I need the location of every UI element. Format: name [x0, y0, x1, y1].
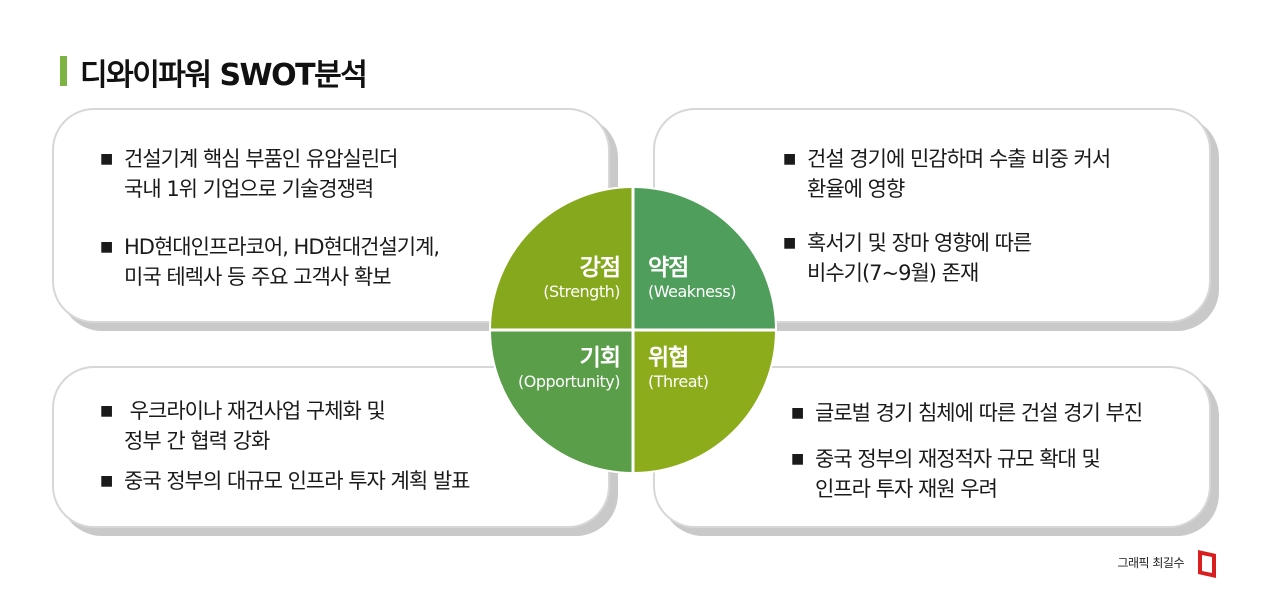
strength-item-1: ■ 건설기계 핵심 부품인 유압실린더 국내 1위 기업으로 기술경쟁력	[100, 144, 399, 204]
weakness-label: 약점 (Weakness)	[648, 255, 736, 301]
weakness-box: ■ 건설 경기에 민감하며 수출 비중 커서 환율에 영향 ■ 혹서기 및 장마…	[653, 108, 1211, 323]
threat-label: 위협 (Threat)	[648, 345, 709, 391]
weakness-quadrant	[633, 187, 776, 330]
bullet-icon: ■	[783, 235, 796, 251]
asiae-logo-icon	[1198, 550, 1216, 578]
threat-quadrant	[633, 330, 776, 473]
bullet-icon: ■	[100, 151, 113, 167]
bullet-icon: ■	[100, 239, 113, 255]
bullet-icon: ■	[791, 451, 804, 467]
strength-item-2: ■ HD현대인프라코어, HD현대건설기계, 미국 테렉사 등 주요 고객사 확…	[100, 232, 440, 292]
opportunity-item-1: ■ 우크라이나 재건사업 구체화 및 정부 간 협력 강화	[100, 396, 386, 456]
strength-quadrant	[490, 187, 633, 330]
opportunity-label: 기회 (Opportunity)	[518, 345, 621, 391]
graphic-credit: 그래픽 최길수	[1117, 556, 1184, 570]
threat-box: ■ 글로벌 경기 침체에 따른 건설 경기 부진 ■ 중국 정부의 재정적자 규…	[653, 366, 1211, 528]
threat-item-1: ■ 글로벌 경기 침체에 따른 건설 경기 부진	[791, 398, 1143, 428]
page-title: 디와이파워 SWOT분석	[80, 58, 368, 93]
weakness-item-1: ■ 건설 경기에 민감하며 수출 비중 커서 환율에 영향	[783, 144, 1111, 204]
bullet-icon: ■	[783, 151, 796, 167]
strength-label: 강점 (Strength)	[543, 255, 621, 301]
opportunity-quadrant	[490, 330, 633, 473]
weakness-item-2: ■ 혹서기 및 장마 영향에 따른 비수기(7~9월) 존재	[783, 228, 1032, 288]
bullet-icon: ■	[100, 403, 113, 419]
threat-item-2: ■ 중국 정부의 재정적자 규모 확대 및 인프라 투자 재원 우려	[791, 444, 1101, 504]
opportunity-item-2: ■ 중국 정부의 대규모 인프라 투자 계획 발표	[100, 466, 470, 496]
title-accent-bar	[60, 56, 67, 86]
bullet-icon: ■	[100, 473, 113, 489]
bullet-icon: ■	[791, 405, 804, 421]
